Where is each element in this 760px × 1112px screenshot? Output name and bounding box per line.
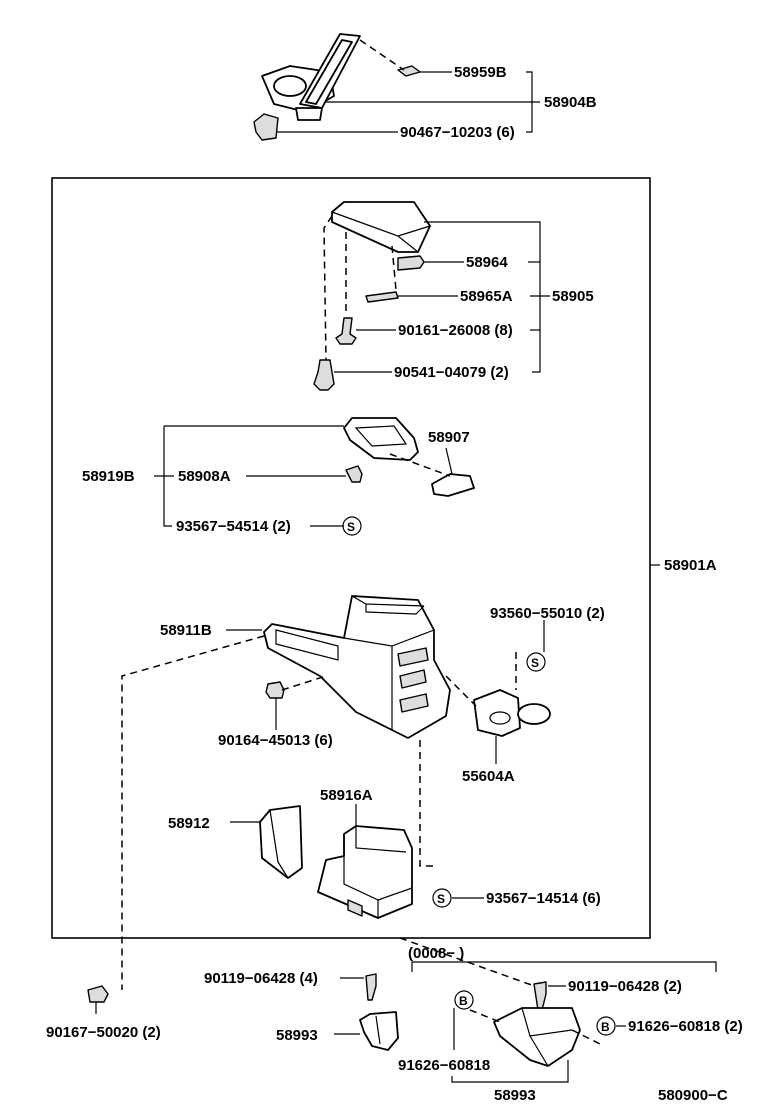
- label-90161-26008: 90161−26008 (8): [398, 322, 513, 339]
- screw-90164: [265, 681, 285, 699]
- symbol-s-14514: S: [432, 888, 452, 908]
- label-93567-54514: 93567−54514 (2): [176, 518, 291, 535]
- label-91626-60818-right: 91626−60818 (2): [628, 1018, 743, 1035]
- label-58959B: 58959B: [454, 64, 507, 81]
- label-58907: 58907: [428, 429, 470, 446]
- clip-90167: [87, 985, 109, 1003]
- svg-text:B: B: [459, 994, 468, 1008]
- symbol-b-left: B: [454, 990, 474, 1010]
- label-58964: 58964: [466, 254, 508, 271]
- bracket-58993-right: [493, 1007, 581, 1067]
- diagram-code: 580900−C: [658, 1087, 728, 1104]
- symbol-b-right: B: [596, 1016, 616, 1036]
- assembly-frame-58901A: [51, 177, 651, 939]
- label-90119-06428-right: 90119−06428 (2): [568, 978, 682, 995]
- label-58916A: 58916A: [320, 787, 373, 804]
- label-58919B: 58919B: [82, 468, 135, 485]
- label-58908A: 58908A: [178, 468, 231, 485]
- label-90541-04079: 90541−04079 (2): [394, 364, 509, 381]
- label-58912: 58912: [168, 815, 210, 832]
- symbol-s-55010: S: [526, 652, 546, 672]
- bracket-58993-left: [359, 1011, 399, 1051]
- label-90467-10203: 90467−10203 (6): [400, 124, 515, 141]
- label-93560-55010: 93560−55010 (2): [490, 605, 605, 622]
- bracket-58908A: [345, 465, 363, 483]
- label-58911B: 58911B: [160, 622, 212, 639]
- label-58993-bottom: 58993: [494, 1087, 536, 1104]
- armrest-lid-58905: [331, 201, 431, 253]
- svg-text:B: B: [601, 1020, 610, 1034]
- hinge-pin-58965A: [365, 291, 399, 303]
- label-90167-50020: 90167−50020 (2): [46, 1024, 161, 1041]
- bracket-58907: [431, 473, 475, 497]
- hinge-pin-58964: [397, 255, 425, 271]
- hinge-base-58919B: [343, 417, 419, 461]
- bolt-90119-left: [365, 973, 377, 1001]
- cup-holder-55604A: [473, 689, 521, 737]
- label-91626-60818-bottom: 91626−60818: [398, 1057, 490, 1074]
- cup-holder-58904B: [253, 33, 361, 141]
- bolt-90119-right: [533, 981, 547, 1011]
- label-90119-06428-left: 90119−06428 (4): [204, 970, 318, 987]
- label-93567-14514: 93567−14514 (6): [486, 890, 601, 907]
- label-58905: 58905: [552, 288, 594, 305]
- label-58901A: 58901A: [664, 557, 717, 574]
- svg-text:S: S: [437, 892, 445, 906]
- screw-90161: [335, 317, 357, 345]
- svg-text:S: S: [347, 520, 355, 534]
- bolt-90541: [313, 359, 335, 391]
- svg-text:S: S: [531, 656, 539, 670]
- label-0008-range: (0008− ): [408, 945, 464, 962]
- label-90164-45013: 90164−45013 (6): [218, 732, 333, 749]
- label-58965A: 58965A: [460, 288, 513, 305]
- console-base-58916A: [317, 825, 413, 919]
- console-box-58911B: [263, 595, 451, 739]
- label-58904B: 58904B: [544, 94, 597, 111]
- label-55604A: 55604A: [462, 768, 515, 785]
- symbol-s-54514: S: [342, 516, 362, 536]
- label-58993-left: 58993: [276, 1027, 318, 1044]
